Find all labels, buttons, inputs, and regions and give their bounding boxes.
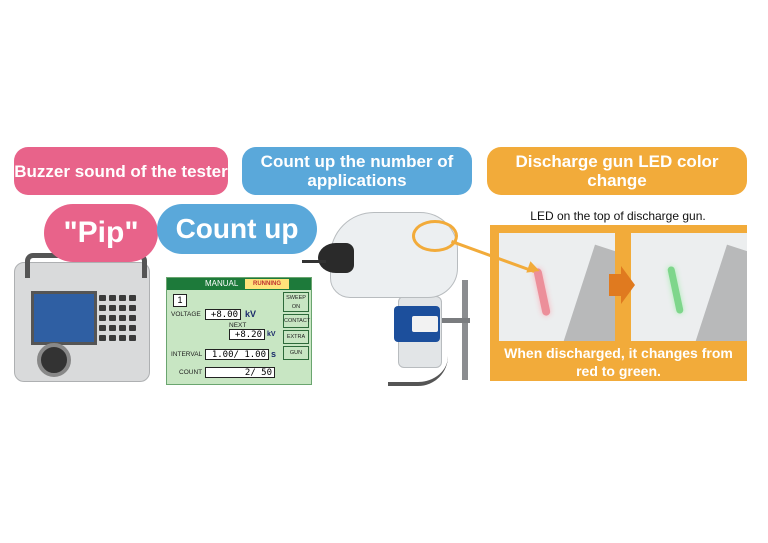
manual-panel: MANUAL RUNNING 1 VOLTAGE +8.00 kV NEXT +… — [166, 277, 312, 385]
header-led-label: Discharge gun LED color change — [515, 152, 719, 190]
sweep-on-button[interactable]: SWEEP ON — [283, 292, 309, 312]
gun-button[interactable]: GUN — [283, 346, 309, 360]
interval-value: 1.00/ 1.00 — [205, 349, 269, 360]
count-value: 2/ 50 — [205, 367, 275, 378]
arrow-right-icon-body — [609, 274, 621, 296]
gun-stand-arm — [440, 318, 470, 323]
gun-cable — [388, 352, 448, 386]
count-label: COUNT — [179, 369, 203, 376]
extra-button[interactable]: EXTRA — [283, 330, 309, 344]
pip-text: "Pip" — [63, 216, 139, 249]
led-photo-green — [631, 233, 747, 341]
panel-mode: MANUAL — [205, 279, 239, 288]
gun-nose — [318, 243, 354, 273]
count-up-text: Count up — [175, 213, 299, 244]
tester-screen — [31, 291, 97, 345]
interval-unit: s — [271, 349, 277, 359]
contact-button[interactable]: CONTACT — [283, 314, 310, 328]
panel-title-bar — [167, 278, 311, 290]
next-label: NEXT — [229, 322, 247, 329]
voltage-unit: kV — [245, 309, 257, 319]
panel-step-number: 1 — [173, 294, 187, 307]
header-led-change: Discharge gun LED color change — [487, 147, 747, 195]
header-count-up: Count up the number of applications — [242, 147, 472, 195]
panel-status-badge: RUNNING — [245, 279, 289, 289]
panel-status-text: RUNNING — [253, 281, 281, 287]
led-caption: LED on the top of discharge gun. — [530, 209, 706, 223]
header-buzzer-sound: Buzzer sound of the tester — [14, 147, 228, 195]
tester-device-image — [14, 253, 150, 382]
tester-keypad — [99, 295, 141, 349]
count-up-bubble: Count up — [157, 204, 317, 254]
voltage-label: VOLTAGE — [171, 311, 201, 318]
gun-clamp-label — [412, 316, 438, 332]
led-photo-red — [499, 233, 615, 341]
photo-caption: When discharged, it changes from red to … — [504, 345, 733, 379]
gun-tip — [302, 260, 326, 263]
voltage-value: +8.00 — [205, 309, 241, 320]
next-unit: kV — [267, 331, 276, 338]
gun-stand — [462, 280, 468, 380]
tester-dial — [37, 343, 71, 377]
header-count-label: Count up the number of applications — [260, 152, 454, 190]
next-value: +8.20 — [229, 329, 265, 340]
gun-led-highlight-circle — [412, 220, 458, 252]
pip-bubble: "Pip" — [44, 204, 158, 262]
header-buzzer-label: Buzzer sound of the tester — [14, 161, 228, 181]
arrow-right-icon — [621, 266, 635, 304]
interval-label: INTERVAL — [171, 351, 203, 358]
